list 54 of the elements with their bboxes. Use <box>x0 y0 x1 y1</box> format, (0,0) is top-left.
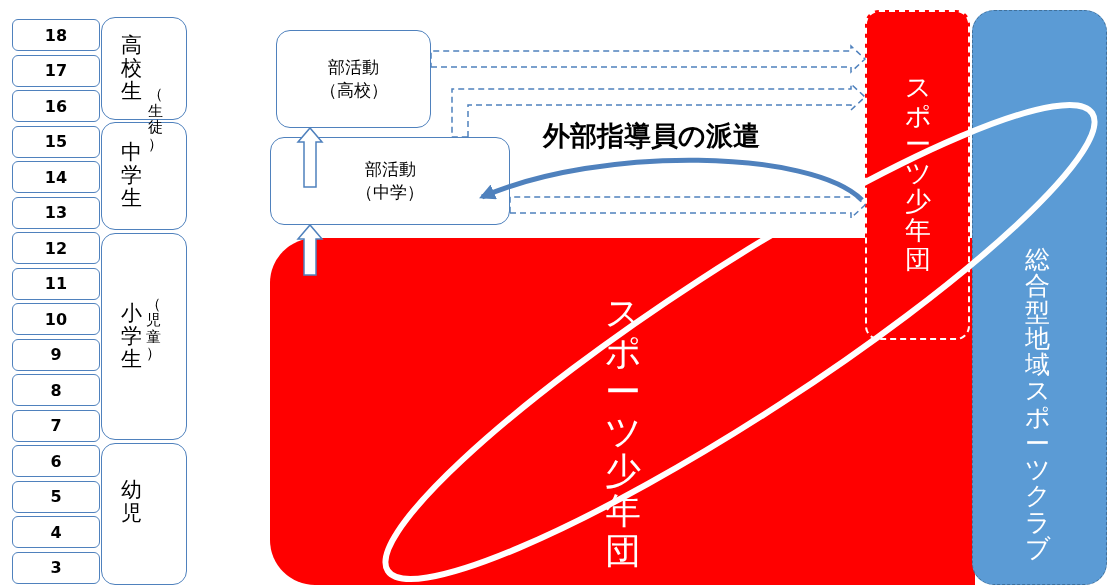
age-box <box>12 196 100 229</box>
age-label: 7 <box>50 416 62 435</box>
age-box <box>12 54 100 87</box>
age-label: 9 <box>50 345 62 364</box>
age-box <box>12 125 100 158</box>
age-box <box>12 267 100 300</box>
block-arrow <box>296 223 324 276</box>
age-box <box>12 551 100 584</box>
age-label: 12 <box>44 238 68 258</box>
age-label: 18 <box>44 25 68 45</box>
age-label: 15 <box>44 132 68 151</box>
school-level-label: 幼児 <box>121 479 142 526</box>
age-label: 11 <box>44 274 68 293</box>
club-activity-box <box>270 137 510 225</box>
age-box <box>12 303 100 335</box>
age-label: 4 <box>50 522 62 542</box>
club-activity-label: 部活動（中学） <box>355 158 425 204</box>
school-level-label: 高校生 <box>121 33 142 103</box>
age-label: 5 <box>50 487 62 506</box>
age-label: 17 <box>44 61 68 80</box>
school-level-label: 小学生 <box>121 301 142 371</box>
age-box <box>12 19 100 51</box>
age-label: 6 <box>50 451 62 471</box>
school-level-box <box>101 443 187 585</box>
community-sports-club-label: 総合型地域スポーツクラブ <box>1025 247 1050 562</box>
age-box <box>12 90 100 122</box>
school-level-box <box>101 17 187 120</box>
age-label: 3 <box>50 558 62 577</box>
age-box <box>12 232 100 264</box>
community-sports-club-band <box>972 10 1107 585</box>
side-note: （生徒） <box>148 86 163 152</box>
age-box <box>12 516 100 548</box>
age-label: 14 <box>44 167 68 187</box>
age-label: 8 <box>50 380 62 400</box>
age-box <box>12 445 100 477</box>
dashed-block-arrow <box>430 44 867 74</box>
age-label: 16 <box>44 96 68 116</box>
club-activity-box <box>276 30 431 128</box>
age-box <box>12 338 100 371</box>
school-level-box <box>101 233 187 440</box>
dashed-block-arrow <box>451 82 867 138</box>
age-box <box>12 409 100 442</box>
sports-group-label: スポーツ少年団 <box>904 73 931 274</box>
school-level-label: （児童） <box>146 295 161 362</box>
school-level-label: 中学生 <box>121 141 142 211</box>
age-box <box>12 161 100 193</box>
sports-group-box <box>865 10 970 340</box>
club-activity-label: 部活動（高校） <box>318 56 389 102</box>
age-label: 10 <box>44 309 68 329</box>
curved-arrow <box>479 157 864 202</box>
age-label: 13 <box>44 203 68 222</box>
block-arrow <box>296 126 324 188</box>
age-box <box>12 374 100 406</box>
age-box <box>12 480 100 513</box>
